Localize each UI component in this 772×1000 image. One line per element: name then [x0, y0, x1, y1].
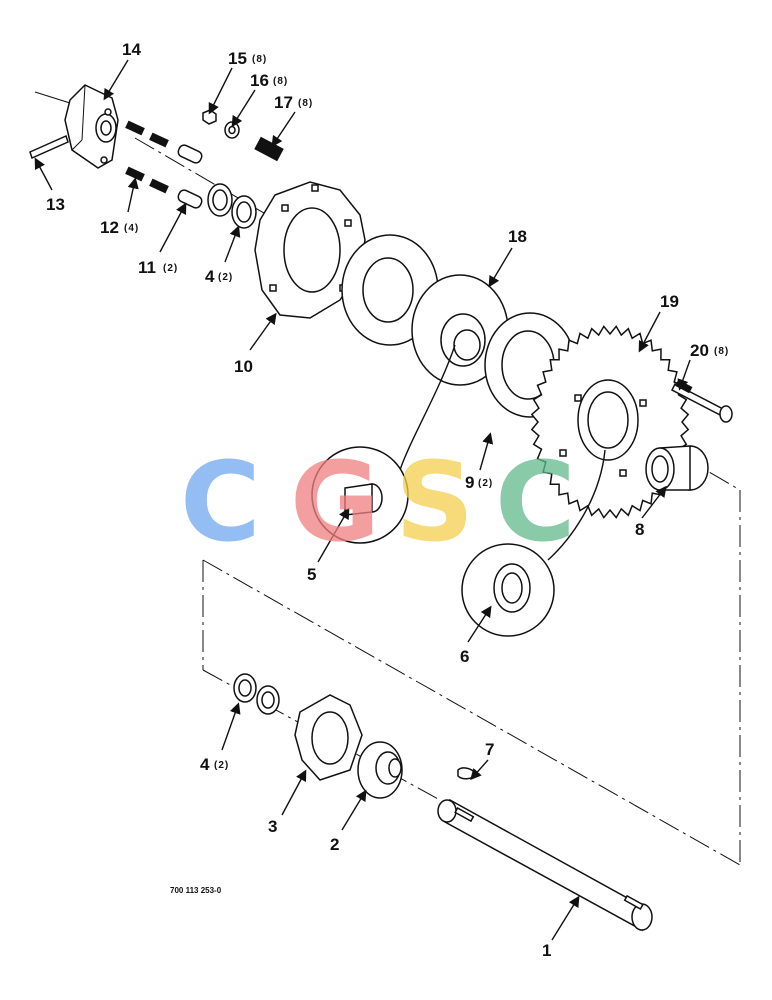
callout-10: 10 — [234, 357, 253, 376]
callout-9: 9 — [465, 473, 474, 492]
part-2-bearing — [357, 741, 403, 799]
callout-1: 1 — [542, 941, 551, 960]
part-4-lower-rings — [233, 673, 280, 715]
callout-18: 18 — [508, 227, 527, 246]
callout-11: 11 — [138, 258, 156, 277]
watermark: C G S C — [180, 438, 576, 566]
callout-17-qty: (8) — [298, 98, 313, 109]
callout-17: 17 — [274, 93, 293, 112]
callout-5: 5 — [307, 565, 316, 584]
callout-8: 8 — [635, 520, 644, 539]
callout-4-upper: 4 — [205, 267, 215, 286]
part-11-plungers — [177, 144, 203, 209]
callout-2: 2 — [330, 835, 339, 854]
part-14-hub — [64, 84, 119, 169]
callout-14: 14 — [122, 40, 141, 59]
callout-15-qty: (8) — [252, 54, 267, 65]
part-15-nut — [202, 109, 217, 125]
callout-19: 19 — [660, 292, 679, 311]
part-13-pin — [29, 134, 69, 160]
detail-circle-5 — [311, 344, 456, 544]
callout-7: 7 — [485, 740, 494, 759]
part-4-upper-rings — [207, 183, 257, 229]
part-12-springs — [125, 120, 169, 194]
callout-4-upper-qty: (2) — [218, 272, 233, 283]
callout-20-qty: (8) — [714, 346, 729, 357]
parts-15-16-17 — [202, 109, 284, 162]
callout-16: 16 — [250, 71, 269, 90]
leader-lines — [34, 59, 691, 941]
drawing-code: 700 113 253-0 — [170, 886, 222, 895]
part-8-bushing — [645, 445, 709, 491]
part-17-spring — [254, 136, 284, 162]
callout-12: 12 — [100, 218, 119, 237]
phantom-line-diag — [202, 559, 741, 866]
callout-4-lower-qty: (2) — [214, 760, 229, 771]
part-3-flange — [294, 694, 363, 781]
watermark-letter-4: C — [495, 438, 576, 566]
callout-labels: 14 15 (8) 16 (8) 17 (8) 13 12 (4) 11 (2)… — [46, 40, 729, 960]
part-10-plate — [254, 181, 366, 319]
callout-20: 20 — [690, 341, 709, 360]
callout-9-qty: (2) — [478, 478, 493, 489]
callout-11-qty: (2) — [163, 263, 178, 274]
callout-6: 6 — [460, 647, 469, 666]
callout-3: 3 — [268, 817, 277, 836]
part-1-shaft — [437, 798, 653, 932]
watermark-letter-1: C — [180, 438, 261, 566]
main-axis-line — [134, 137, 741, 491]
watermark-letter-2: G — [290, 438, 380, 566]
callout-13: 13 — [46, 195, 65, 214]
callout-16-qty: (8) — [273, 76, 288, 87]
watermark-letter-3: S — [395, 438, 474, 566]
axis-line-left — [34, 91, 71, 104]
callout-15: 15 — [228, 49, 247, 68]
callout-12-qty: (4) — [124, 223, 139, 234]
callout-4-lower: 4 — [200, 755, 210, 774]
